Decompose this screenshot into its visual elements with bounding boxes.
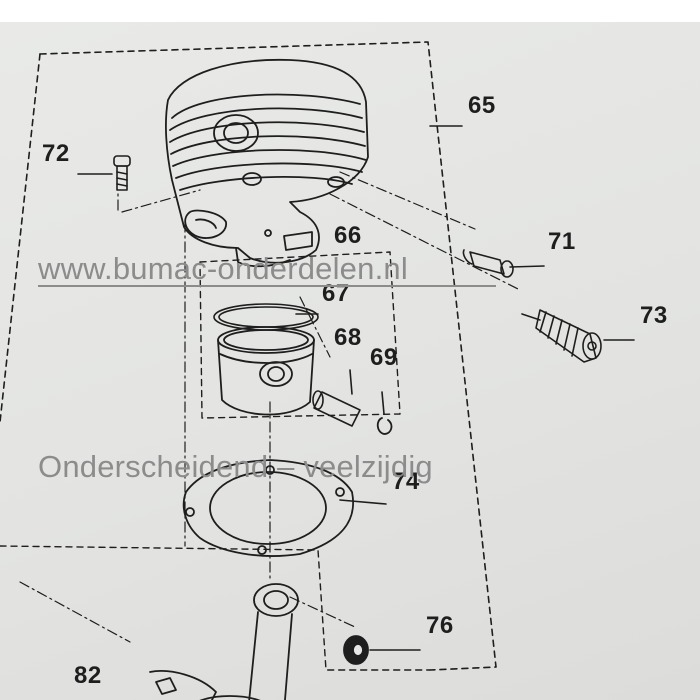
crankshaft-connecting-rod-icon <box>149 583 299 700</box>
callout-68: 68 <box>334 324 362 351</box>
decompression-valve-icon <box>462 249 514 278</box>
group-boundary-65 <box>0 41 497 671</box>
watermark-underline <box>38 285 496 287</box>
piston-pin-icon <box>312 390 361 427</box>
needle-bearing-icon <box>343 635 369 665</box>
callout-74: 74 <box>392 468 420 495</box>
screw-icon <box>113 155 131 191</box>
callout-66: 66 <box>334 222 362 249</box>
gasket-icon <box>182 459 354 557</box>
watermark-url: www.bumac-onderdelen.nl <box>38 251 408 286</box>
callout-76: 76 <box>426 612 454 639</box>
spark-plug-icon <box>521 309 602 363</box>
callout-73: 73 <box>640 302 668 329</box>
piston-icon <box>217 326 315 416</box>
callout-71: 71 <box>548 228 576 255</box>
group-boundary-crank <box>0 545 431 671</box>
parts-diagram-sheet: 72 65 66 67 68 69 71 73 74 76 82 <box>0 22 700 700</box>
exploded-view-diagram <box>0 41 635 700</box>
cylinder-icon <box>165 58 369 268</box>
group-boundary-piston <box>199 251 401 419</box>
watermark-slogan: Onderscheidend – veelzijdig <box>38 449 433 484</box>
circlip-icon <box>376 417 393 435</box>
callout-69: 69 <box>370 344 398 371</box>
callout-65: 65 <box>468 92 496 119</box>
callout-82: 82 <box>74 662 102 689</box>
leader-lines <box>77 125 635 651</box>
callout-72: 72 <box>42 140 70 167</box>
assembly-lines <box>19 171 521 643</box>
